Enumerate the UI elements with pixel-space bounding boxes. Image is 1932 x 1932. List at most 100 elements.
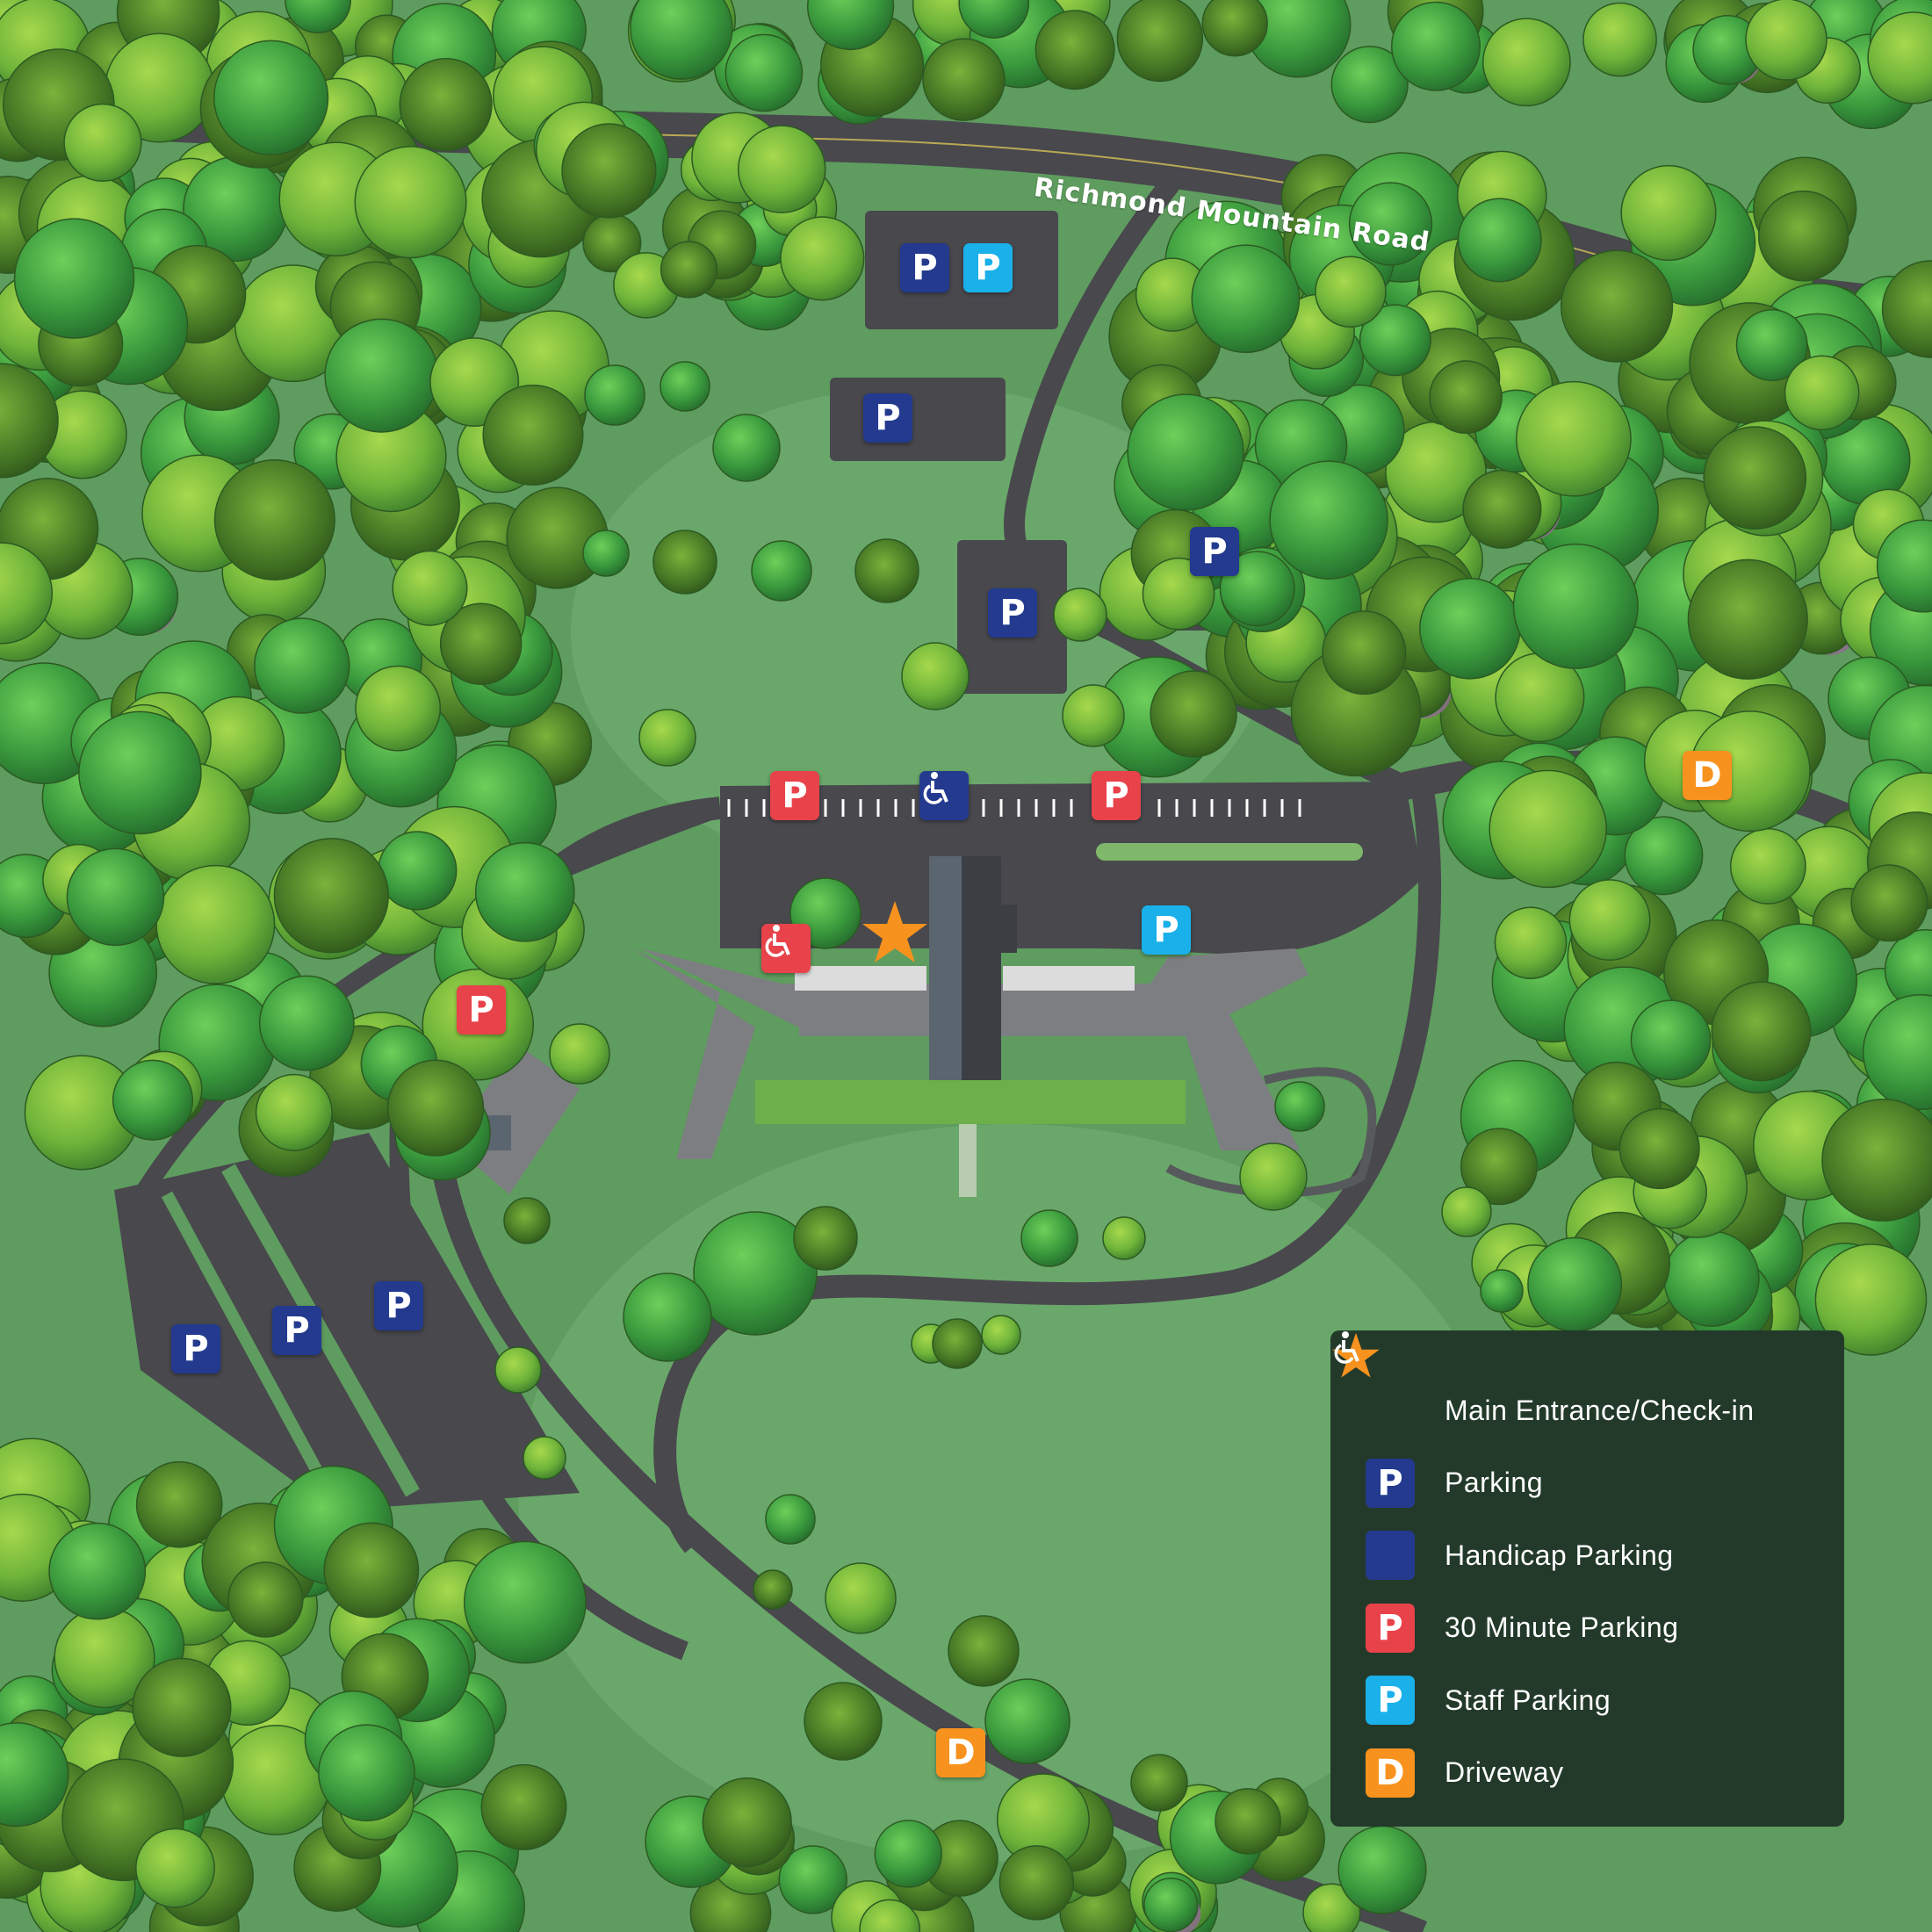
legend-item-thirty-minute: P 30 Minute Parking bbox=[1366, 1592, 1809, 1665]
service-path bbox=[1165, 1067, 1377, 1198]
tree bbox=[132, 1657, 232, 1757]
tree bbox=[765, 1494, 816, 1545]
tree bbox=[1784, 355, 1860, 431]
tree bbox=[1429, 360, 1503, 434]
thirty-minute-parking-marker[interactable]: P bbox=[770, 771, 819, 820]
tree bbox=[1729, 827, 1806, 905]
tree bbox=[1359, 304, 1431, 377]
tree bbox=[66, 847, 165, 947]
tree bbox=[273, 838, 389, 954]
parking-marker[interactable]: P bbox=[374, 1281, 423, 1330]
tree bbox=[1480, 1269, 1524, 1313]
thirty-minute-parking-icon: P bbox=[1366, 1603, 1415, 1653]
tree bbox=[1143, 1878, 1199, 1932]
tree bbox=[1201, 0, 1268, 57]
tree bbox=[1821, 1098, 1932, 1222]
median bbox=[1096, 843, 1363, 861]
tree bbox=[1239, 1143, 1308, 1211]
tree bbox=[998, 1845, 1075, 1921]
tree bbox=[213, 40, 329, 155]
tree bbox=[1582, 2, 1657, 77]
tree bbox=[355, 665, 442, 752]
thirty-minute-parking-marker[interactable]: P bbox=[457, 985, 506, 1034]
parking-marker[interactable]: P bbox=[900, 243, 949, 292]
tree bbox=[874, 1820, 942, 1888]
parking-marker[interactable]: P bbox=[988, 588, 1037, 638]
tree bbox=[227, 1561, 304, 1638]
tree bbox=[1703, 426, 1807, 530]
west-lot bbox=[114, 1133, 580, 1510]
handicap-parking-marker[interactable] bbox=[919, 771, 969, 820]
tree bbox=[254, 617, 350, 714]
tree bbox=[1462, 469, 1542, 549]
tree bbox=[1127, 393, 1244, 511]
parking-marker[interactable]: P bbox=[1190, 527, 1239, 576]
tree bbox=[737, 125, 826, 213]
parking-icon: P bbox=[1366, 1458, 1415, 1508]
tree bbox=[255, 1073, 333, 1151]
tree bbox=[753, 1569, 793, 1610]
lot-island bbox=[161, 1191, 340, 1505]
tree bbox=[1494, 906, 1568, 980]
legend-item-parking: P Parking bbox=[1366, 1447, 1809, 1520]
tree bbox=[494, 1346, 542, 1394]
handicap-icon bbox=[765, 925, 790, 957]
tree bbox=[1620, 164, 1717, 262]
handicap-thirty-minute-marker[interactable] bbox=[761, 924, 811, 973]
legend-item-main-entrance: Main Entrance/Check-in bbox=[1332, 1332, 1809, 1447]
tree bbox=[63, 103, 142, 183]
tree bbox=[392, 550, 468, 626]
legend-item-driveway: D Driveway bbox=[1366, 1737, 1809, 1810]
tree bbox=[981, 1315, 1021, 1355]
tree bbox=[474, 841, 575, 942]
tree bbox=[901, 642, 970, 710]
tree bbox=[1512, 543, 1639, 669]
tree bbox=[1116, 0, 1204, 83]
parking-marker[interactable]: P bbox=[863, 393, 912, 443]
tree bbox=[1489, 769, 1608, 889]
legend-label: Driveway bbox=[1445, 1756, 1564, 1789]
parking-marker[interactable]: P bbox=[171, 1324, 220, 1373]
tree bbox=[1020, 1209, 1078, 1267]
tree bbox=[751, 540, 812, 602]
tree bbox=[948, 1615, 1020, 1687]
tree bbox=[463, 1540, 587, 1664]
staff-parking-marker[interactable]: P bbox=[1142, 905, 1191, 955]
legend-label: Main Entrance/Check-in bbox=[1445, 1394, 1755, 1426]
tree bbox=[1457, 198, 1542, 283]
tree bbox=[1527, 1236, 1623, 1332]
tree bbox=[1560, 249, 1674, 363]
loop-road bbox=[653, 789, 1442, 1554]
tree bbox=[660, 241, 718, 299]
tree bbox=[1419, 577, 1521, 680]
tree bbox=[0, 1722, 69, 1827]
staff-parking-marker[interactable]: P bbox=[963, 243, 1013, 292]
parking-stripes bbox=[727, 799, 1301, 817]
tree bbox=[1663, 1230, 1760, 1327]
driveway-marker[interactable]: D bbox=[936, 1728, 985, 1777]
parking-marker[interactable]: P bbox=[272, 1306, 321, 1355]
tree bbox=[958, 0, 1030, 39]
tree bbox=[1315, 256, 1387, 328]
tree bbox=[318, 1724, 415, 1822]
tree bbox=[1850, 864, 1928, 942]
driveway-marker[interactable]: D bbox=[1683, 751, 1732, 800]
tree bbox=[582, 530, 630, 577]
tree bbox=[439, 602, 523, 686]
thirty-minute-parking-marker[interactable]: P bbox=[1092, 771, 1141, 820]
tree bbox=[1274, 1081, 1325, 1132]
tree bbox=[523, 1436, 566, 1480]
tree bbox=[0, 363, 59, 479]
tree bbox=[324, 318, 439, 433]
tree bbox=[1618, 1107, 1700, 1190]
tree bbox=[135, 1460, 223, 1548]
tree bbox=[1062, 684, 1125, 747]
tree bbox=[922, 38, 1006, 121]
main-entrance-star-icon[interactable] bbox=[860, 898, 930, 968]
tree bbox=[78, 710, 202, 835]
lawn bbox=[571, 386, 1273, 878]
tree bbox=[213, 458, 335, 581]
tree bbox=[1745, 0, 1827, 81]
tree bbox=[1881, 260, 1932, 358]
